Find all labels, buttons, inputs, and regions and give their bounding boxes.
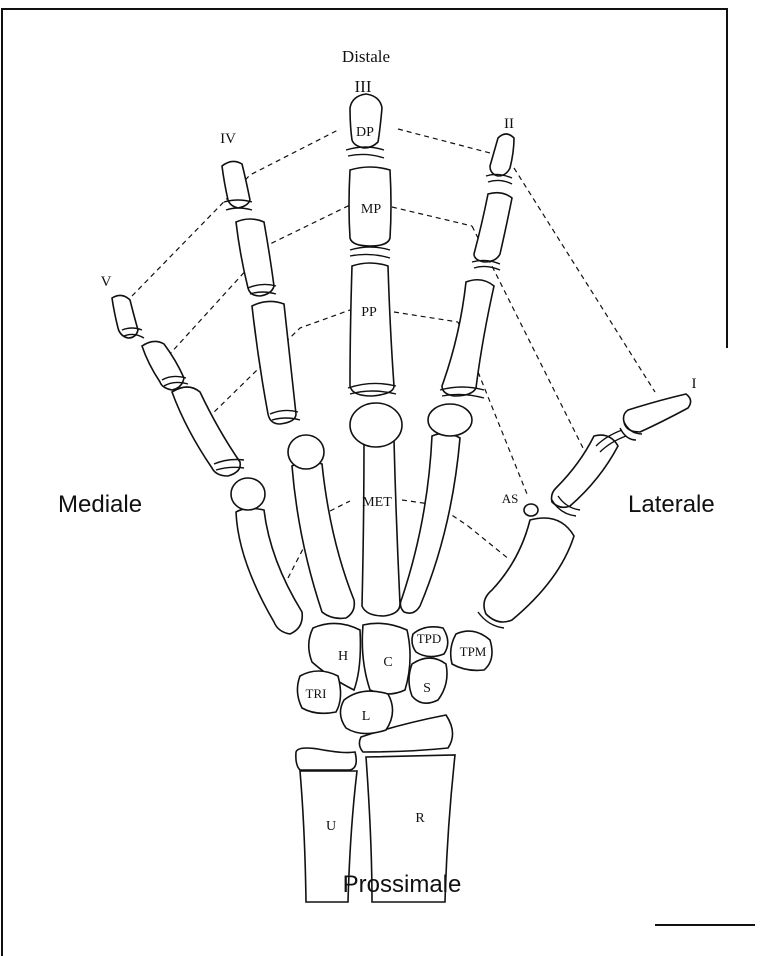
middle-phalanx-ii bbox=[474, 193, 512, 262]
proximal-phalanx-iii bbox=[350, 263, 394, 396]
metacarpal-iv bbox=[292, 461, 354, 618]
label-triquetrum: TRI bbox=[306, 686, 327, 701]
dp-row-line bbox=[132, 129, 494, 296]
proximal-phalanx-iv bbox=[252, 301, 296, 424]
distal-phalanx-i bbox=[624, 394, 691, 432]
label-digit-ii: II bbox=[504, 116, 514, 132]
distal-phalanx-ii bbox=[490, 134, 514, 176]
metacarpal-v-head bbox=[231, 478, 265, 510]
label-trapezium: TPM bbox=[460, 644, 487, 659]
metacarpal-i bbox=[484, 518, 574, 622]
distal-phalanx-v bbox=[112, 295, 138, 338]
label-radius: R bbox=[415, 811, 425, 826]
label-ulna: U bbox=[326, 819, 336, 834]
label-dp: DP bbox=[356, 125, 374, 140]
proximal-phalanx-ii bbox=[442, 280, 494, 396]
label-scaphoid: S bbox=[423, 681, 431, 696]
label-digit-iii: III bbox=[355, 77, 372, 96]
sesamoid-bone bbox=[524, 504, 538, 516]
label-medial: Mediale bbox=[58, 491, 142, 518]
label-capitate: C bbox=[383, 655, 392, 670]
metacarpal-ii bbox=[400, 433, 460, 613]
label-lateral: Laterale bbox=[628, 491, 715, 518]
label-digit-i: I bbox=[692, 376, 697, 392]
proximal-phalanx-v bbox=[172, 387, 240, 476]
label-digit-v: V bbox=[101, 274, 112, 290]
label-hamate: H bbox=[338, 649, 348, 664]
label-digit-iv: IV bbox=[220, 131, 236, 147]
middle-phalanges bbox=[142, 167, 691, 440]
digit-i-met-line bbox=[468, 526, 510, 560]
metacarpal-bones bbox=[231, 403, 574, 634]
label-mp: MP bbox=[361, 202, 381, 217]
label-distal: Distale bbox=[342, 47, 390, 66]
label-pp: PP bbox=[361, 305, 377, 320]
label-as: AS bbox=[502, 491, 519, 506]
carpal-bones bbox=[297, 623, 492, 733]
metacarpal-v bbox=[236, 508, 302, 634]
metacarpal-iii bbox=[362, 437, 400, 616]
metacarpal-iii-head bbox=[350, 403, 402, 447]
pp-row-line bbox=[208, 310, 458, 418]
digit-i-distal-line bbox=[514, 168, 655, 392]
metacarpal-iv-head bbox=[288, 435, 324, 469]
label-proximal: Prossimale bbox=[343, 871, 462, 898]
mp-row-line bbox=[168, 205, 472, 356]
label-lunate: L bbox=[362, 709, 371, 724]
label-met: MET bbox=[362, 495, 392, 510]
metacarpal-ii-head bbox=[428, 404, 472, 436]
ulna-epiphysis bbox=[296, 748, 356, 770]
middle-phalanx-iii-base bbox=[350, 247, 390, 258]
label-trapezoid: TPD bbox=[417, 631, 442, 646]
